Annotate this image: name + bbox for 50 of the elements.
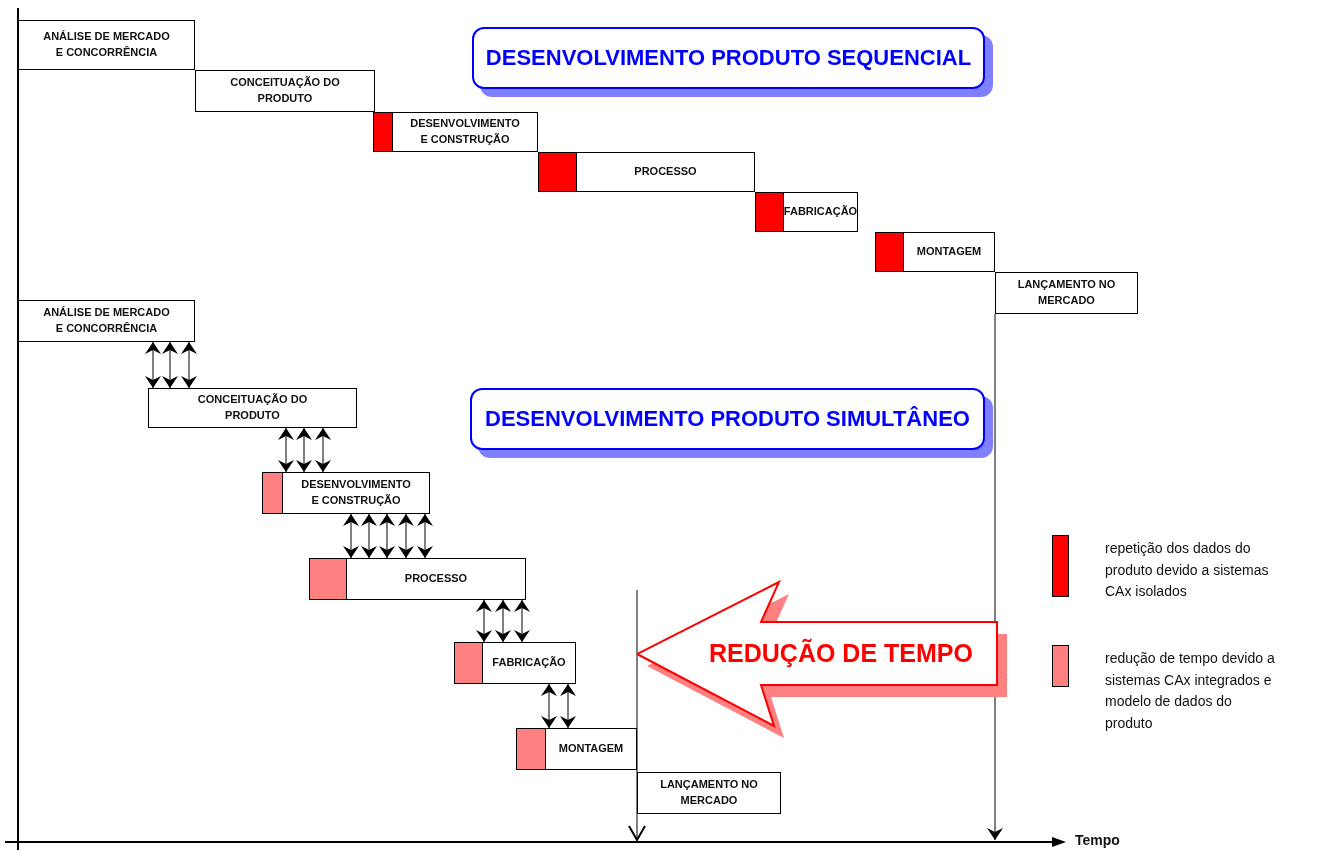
double-arrow xyxy=(361,513,377,559)
stage-box xyxy=(18,300,195,342)
double-arrow xyxy=(476,599,492,643)
stage-box xyxy=(482,642,576,684)
stage-box xyxy=(545,728,637,770)
arrow-text: REDUÇÃO DE TEMPO xyxy=(709,639,973,668)
stage-label: LANÇAMENTO NO MERCADO xyxy=(660,778,758,806)
stage-label: DESENVOLVIMENTO E CONSTRUÇÃO xyxy=(301,478,411,506)
double-arrow xyxy=(417,513,433,559)
double-arrow xyxy=(278,427,294,473)
stage-label: PROCESSO xyxy=(634,165,697,178)
double-arrow xyxy=(379,513,395,559)
stage-box xyxy=(148,388,357,428)
double-arrow xyxy=(541,683,557,729)
stage-label: FABRICAÇÃO xyxy=(783,205,858,218)
double-arrow xyxy=(181,341,197,389)
legend-text: repetição dos dados do produto devido a sistemas CAx isolados xyxy=(1105,539,1270,602)
title-text: DESENVOLVIMENTO PRODUTO SIMULTÂNEO xyxy=(485,406,970,432)
stage-box xyxy=(637,772,781,814)
stage-box xyxy=(392,112,538,152)
stage-label: ANÁLISE DE MERCADO E CONCORRÊNCIA xyxy=(43,306,170,334)
stage-label: CONCEITUAÇÃO DO PRODUTO xyxy=(197,393,308,421)
double-arrow xyxy=(495,599,511,643)
double-arrow xyxy=(315,427,331,473)
axis-label: Tempo xyxy=(1075,832,1120,848)
stage-label: LANÇAMENTO NO MERCADO xyxy=(1017,278,1116,306)
double-arrow xyxy=(398,513,414,559)
stage-label: MONTAGEM xyxy=(558,742,624,755)
stage-box xyxy=(903,232,995,272)
stage-label: PROCESSO xyxy=(404,572,468,585)
stage-label: CONCEITUAÇÃO DO PRODUTO xyxy=(230,76,340,104)
stage-box xyxy=(783,192,858,232)
double-arrow xyxy=(560,683,576,729)
double-arrow xyxy=(162,341,178,389)
double-arrow xyxy=(514,599,530,643)
legend-text: redução de tempo devido a sistemas CAx integrados e modelo de dados do produto xyxy=(1105,649,1276,734)
stage-label: FABRICAÇÃO xyxy=(492,656,566,669)
stage-box xyxy=(282,472,430,514)
stage-box xyxy=(576,152,755,192)
stage-label: DESENVOLVIMENTO E CONSTRUÇÃO xyxy=(410,117,520,145)
stage-label: MONTAGEM xyxy=(916,245,982,258)
double-arrow xyxy=(296,427,312,473)
stage-box xyxy=(995,272,1138,314)
stage-label: ANÁLISE DE MERCADO E CONCORRÊNCIA xyxy=(43,30,170,58)
double-arrow xyxy=(343,513,359,559)
stage-box xyxy=(18,20,195,70)
double-arrow xyxy=(145,341,161,389)
title-text: DESENVOLVIMENTO PRODUTO SEQUENCIAL xyxy=(485,45,972,71)
stage-box xyxy=(195,70,375,112)
stage-box xyxy=(346,558,526,600)
